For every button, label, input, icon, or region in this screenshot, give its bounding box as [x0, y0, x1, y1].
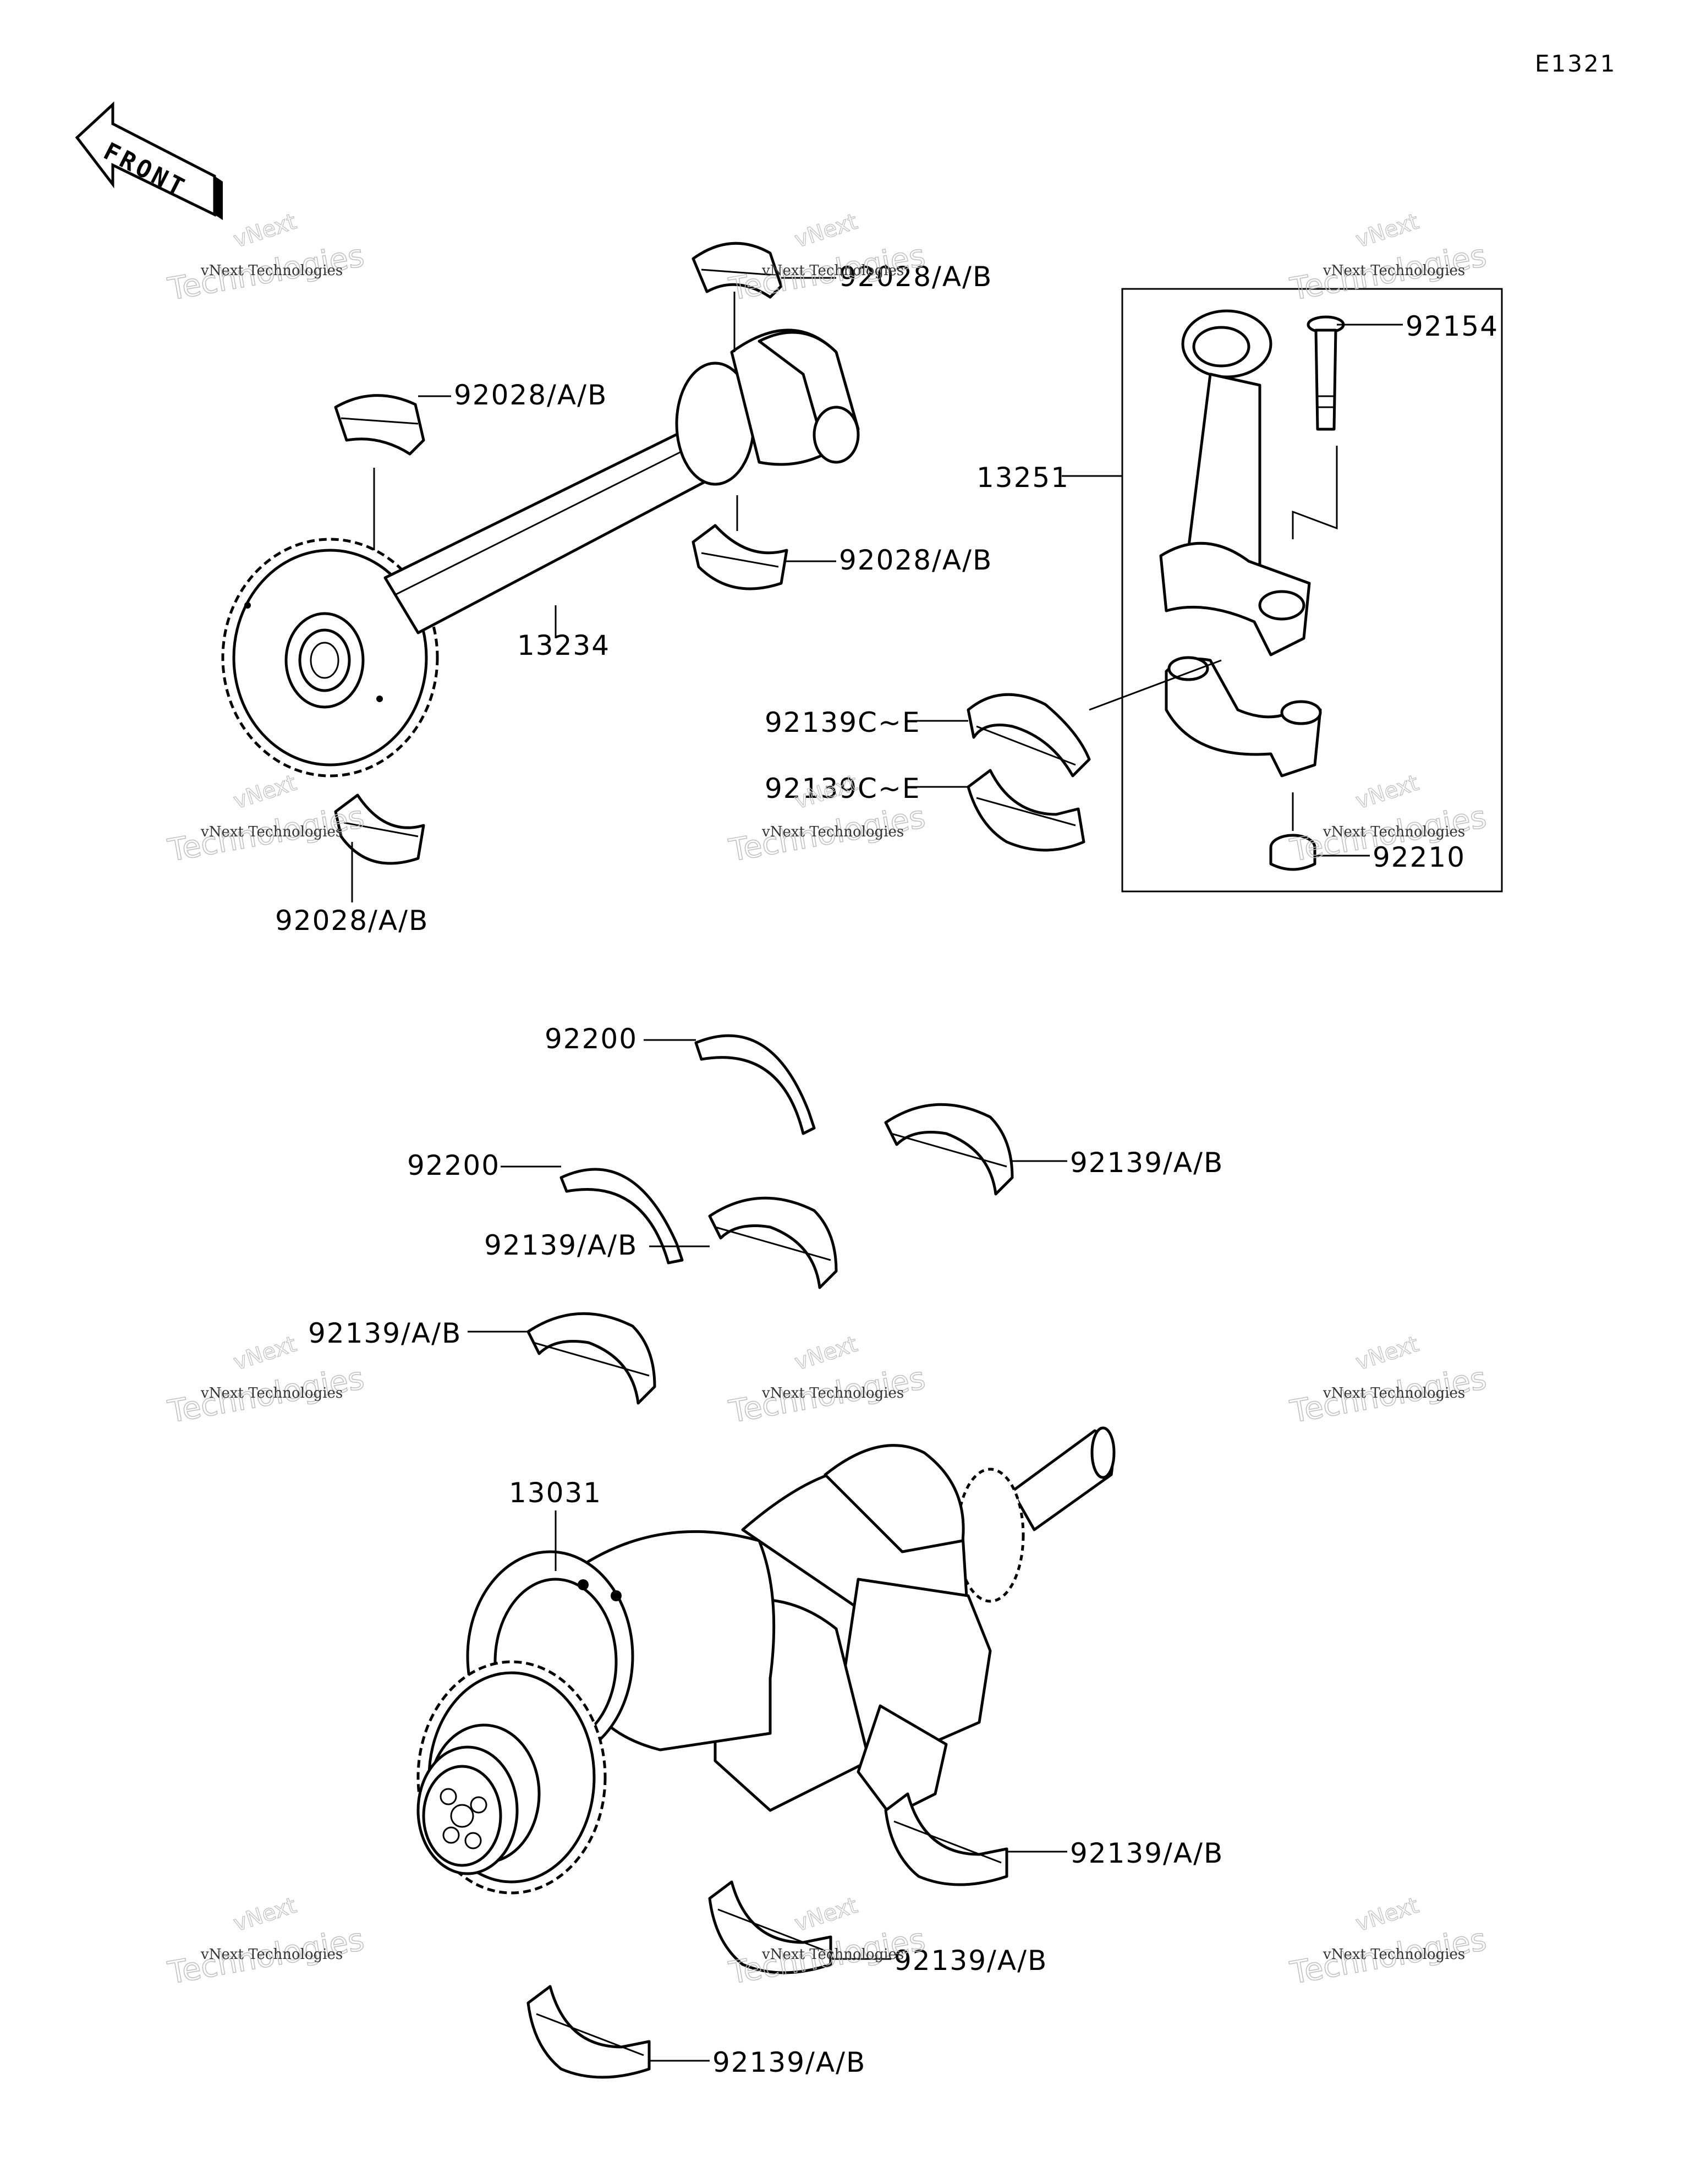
- watermark-big-top: vNext: [231, 1332, 299, 1376]
- watermark-line: vNext Technologies: [1323, 1946, 1465, 1963]
- bearing-shell-left: [334, 394, 425, 456]
- watermark-big-top: vNext: [1353, 770, 1422, 814]
- label-thrust-washer-1: 92200: [545, 1023, 638, 1055]
- bearing-shell-right: [692, 524, 788, 590]
- watermark-big-top: vNext: [231, 209, 299, 253]
- con-rod-bolt: [1307, 315, 1345, 431]
- label-bal-bearing-bottom: 92028/A/B: [275, 905, 429, 937]
- watermark-line: vNext Technologies: [200, 824, 343, 840]
- main-bearing-shell: [884, 1792, 1008, 1886]
- watermark-line: vNext Technologies: [1323, 824, 1465, 840]
- label-bal-bearing-left: 92028/A/B: [454, 379, 607, 411]
- label-big-end-bearing-2: 92139C~E: [765, 773, 920, 804]
- big-end-bearing-lower: [967, 769, 1085, 852]
- bearing-shell-bottom: [334, 793, 425, 865]
- watermark-big-top: vNext: [1353, 1893, 1422, 1937]
- watermark-line: vNext Technologies: [761, 262, 904, 279]
- thrust-washers: 92200 92200: [407, 1023, 816, 1265]
- watermark-big-top: vNext: [231, 770, 299, 814]
- watermark-line: vNext Technologies: [200, 262, 343, 279]
- main-bearing-shell: [526, 1985, 651, 2079]
- label-con-rod-bolt: 92154: [1406, 310, 1499, 342]
- main-bearing-shell: [884, 1103, 1014, 1196]
- watermark-line: vNext Technologies: [761, 824, 904, 840]
- label-thrust-washer-2: 92200: [407, 1150, 500, 1181]
- con-rod-group: 92154 13251 92139C~E 92139C~E 92210: [765, 288, 1503, 893]
- watermark-line: vNext Technologies: [761, 1385, 904, 1402]
- label-con-rod-assy: 13251: [976, 462, 1069, 494]
- watermark-big-top: vNext: [1353, 1332, 1422, 1376]
- watermark-line: vNext Technologies: [761, 1946, 904, 1963]
- label-main-bearing-4: 92139/A/B: [1070, 1837, 1223, 1869]
- watermark-big-top: vNext: [231, 1893, 299, 1937]
- watermark-big-top: vNext: [792, 1332, 860, 1376]
- main-bearings-lower: 92139/A/B 92139/A/B 92139/A/B: [526, 1792, 1223, 2079]
- label-balancer-shaft: 13234: [517, 630, 610, 661]
- main-bearing-shell: [526, 1312, 656, 1405]
- label-main-bearing-5: 92139/A/B: [894, 1945, 1047, 1977]
- crankshaft: 13031: [416, 1426, 1116, 1895]
- label-main-bearing-6: 92139/A/B: [712, 2046, 866, 2078]
- label-main-bearing-1: 92139/A/B: [1070, 1147, 1223, 1179]
- con-rod-nut: [1269, 834, 1316, 871]
- watermark-line: vNext Technologies: [1323, 1385, 1465, 1402]
- main-bearing-shell: [708, 1880, 832, 1974]
- con-rod: [1159, 309, 1311, 656]
- front-arrow-icon: FRONT: [75, 101, 223, 220]
- watermark-line: vNext Technologies: [200, 1946, 343, 1963]
- main-bearings-upper: 92139/A/B 92139/A/B 92139/A/B: [308, 1103, 1223, 1405]
- big-end-bearing-upper: [967, 693, 1091, 778]
- watermark-line: vNext Technologies: [1323, 262, 1465, 279]
- bearing-shell-top: [692, 242, 783, 299]
- balancer-shaft-group: 92028/A/B 92028/A/B 92028/A/B 92028/A/B …: [221, 242, 992, 937]
- watermark-big-top: vNext: [792, 209, 860, 253]
- label-main-bearing-3: 92139/A/B: [308, 1317, 462, 1349]
- label-con-rod-nut: 92210: [1373, 841, 1466, 873]
- balancer-gear: [221, 538, 439, 778]
- balancer-weight: [675, 329, 860, 486]
- diagram-code: E1321: [1535, 50, 1616, 77]
- con-rod-assy-box: [1121, 288, 1503, 893]
- label-bal-bearing-top: 92028/A/B: [839, 261, 992, 293]
- watermark-big-top: vNext: [792, 1893, 860, 1937]
- watermark-big-top: vNext: [1353, 209, 1422, 253]
- label-bal-bearing-right: 92028/A/B: [839, 544, 992, 576]
- label-main-bearing-2: 92139/A/B: [484, 1229, 638, 1261]
- main-bearing-shell: [708, 1196, 838, 1289]
- label-big-end-bearing-1: 92139C~E: [765, 707, 920, 738]
- con-rod-cap: [1165, 656, 1322, 778]
- label-crankshaft: 13031: [509, 1477, 602, 1509]
- watermark-line: vNext Technologies: [200, 1385, 343, 1402]
